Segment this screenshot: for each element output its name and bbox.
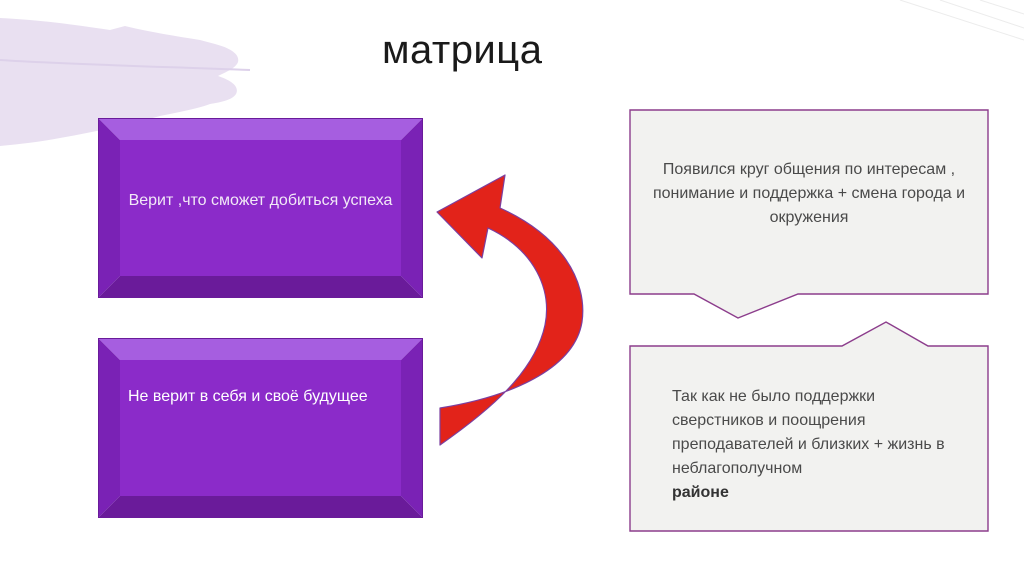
callout-new-environment: Появился круг общения по интересам , пон… xyxy=(628,108,990,320)
callout-text-bottom-last: районе xyxy=(672,484,729,501)
callout-text-bottom-main: Так как не было поддержки сверстников и … xyxy=(672,388,945,477)
callout-text-top: Появился круг общения по интересам , пон… xyxy=(652,158,966,230)
callout-background-reason: Так как не было поддержки сверстников и … xyxy=(628,320,990,535)
callout-text-bottom: Так как не было поддержки сверстников и … xyxy=(672,385,970,505)
